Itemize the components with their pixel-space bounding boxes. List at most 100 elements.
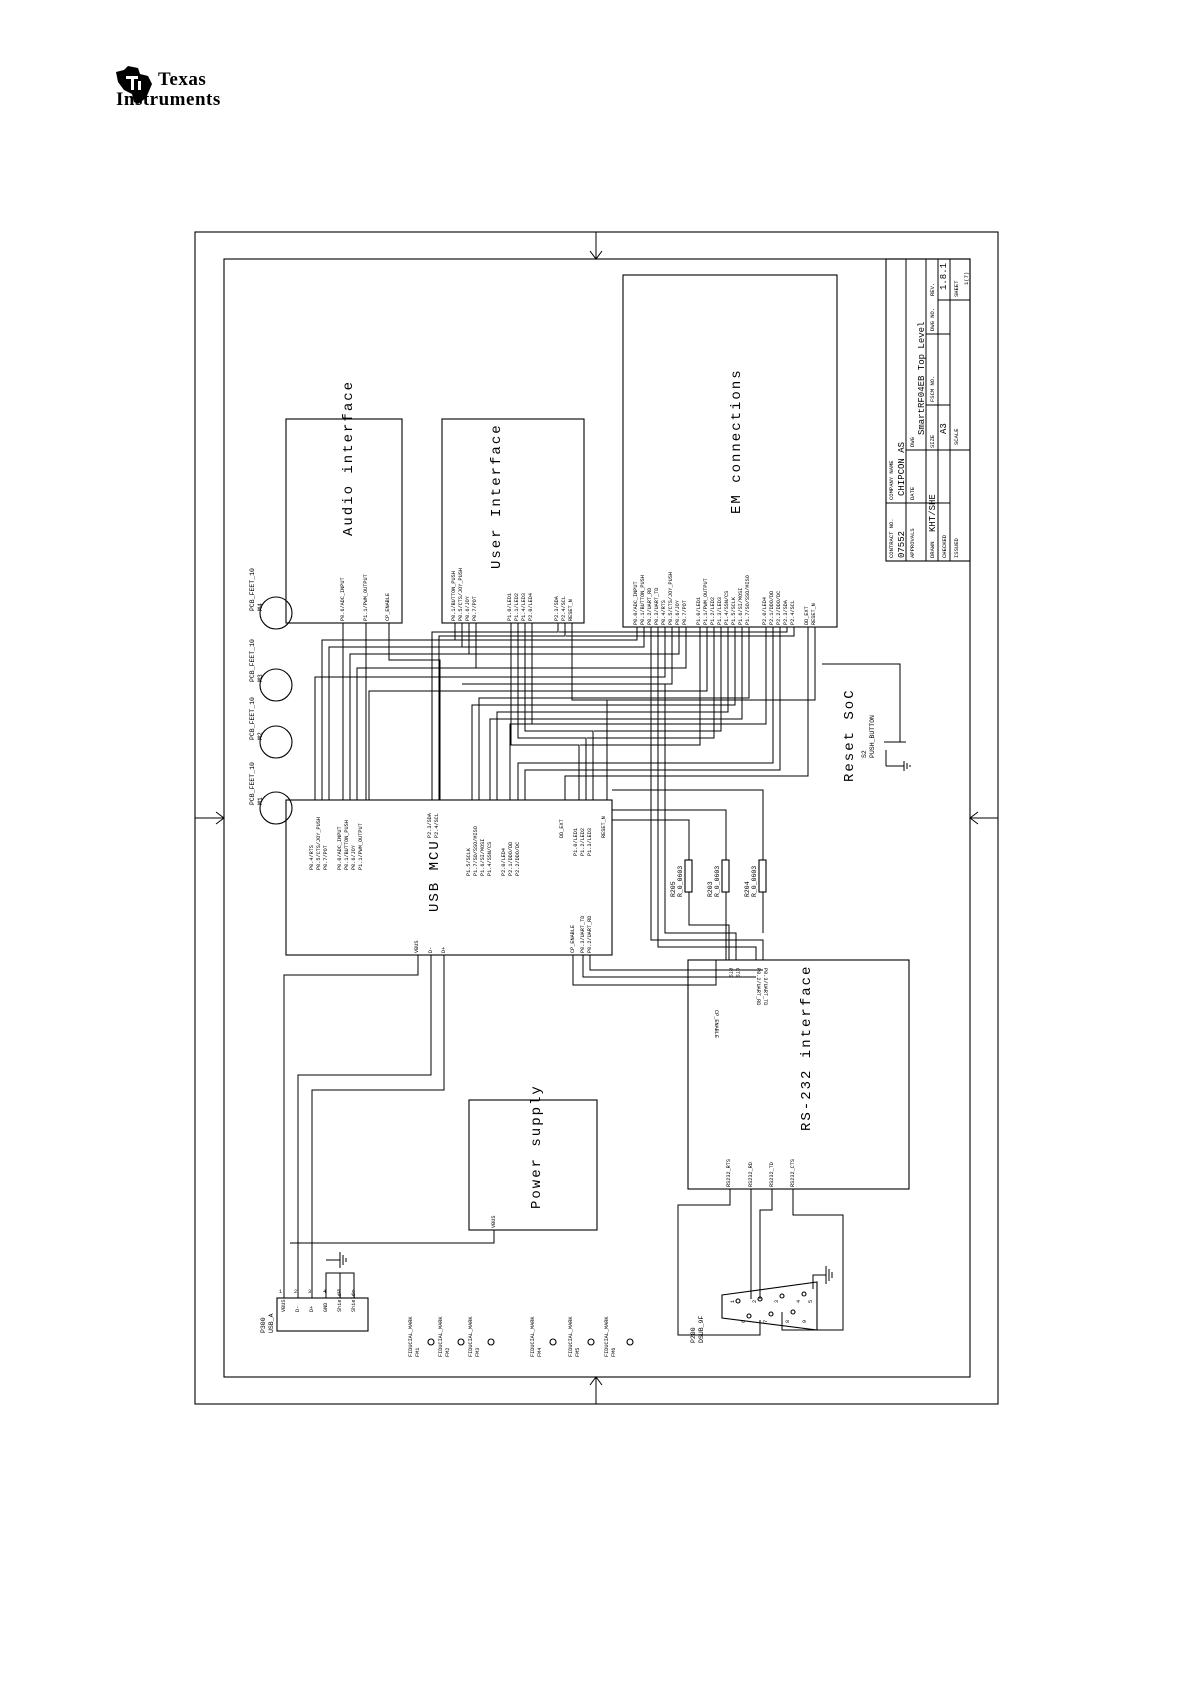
user-interface-title: User Interface [489, 423, 505, 569]
svg-text:SmartRF04EB Top Level: SmartRF04EB Top Level [917, 322, 927, 435]
svg-text:FIDUCIAL_MARK: FIDUCIAL_MARK [468, 1316, 474, 1357]
svg-text:P2.3/SDA: P2.3/SDA [427, 812, 433, 838]
svg-text:P0.6/JOY: P0.6/JOY [675, 599, 681, 625]
svg-text:1: 1 [279, 1289, 282, 1295]
svg-text:P1.1/PWM_OUTPUT: P1.1/PWM_OUTPUT [358, 823, 364, 870]
svg-text:FM3: FM3 [475, 1348, 481, 1357]
svg-text:P1.5/SCLK: P1.5/SCLK [466, 847, 472, 876]
svg-text:D-: D- [428, 947, 434, 953]
svg-text:P2.2/DDO/DC: P2.2/DDO/DC [515, 842, 521, 876]
svg-text:P1.2/LED2: P1.2/LED2 [710, 597, 716, 625]
mounting-feet: PCB_FEET_10 M1 PCB_FEET_10 M2 PCB_FEET_1… [249, 568, 293, 825]
svg-text:CTS: CTS [734, 968, 740, 977]
power-supply-vbus-pin: VBUS [491, 1216, 497, 1228]
svg-text:M2: M2 [257, 732, 264, 740]
svg-text:A3: A3 [939, 423, 949, 434]
svg-text:P1.6/SI/MOSI: P1.6/SI/MOSI [738, 588, 744, 625]
logo-word-texas: Texas [158, 69, 207, 90]
svg-text:GND: GND [323, 1303, 329, 1312]
svg-text:P0.5/CTS/JOY_PUSH: P0.5/CTS/JOY_PUSH [458, 568, 464, 621]
svg-text:D+: D+ [309, 1306, 315, 1312]
svg-text:R204: R204 [744, 881, 751, 897]
svg-text:DATE: DATE [909, 486, 916, 500]
svg-text:RESET_N: RESET_N [601, 816, 607, 838]
svg-text:RTS: RTS [727, 968, 733, 977]
svg-text:VBUS: VBUS [281, 1300, 287, 1312]
svg-text:FSCM NO.: FSCM NO. [929, 376, 936, 402]
usb-mcu-block [285, 799, 613, 956]
svg-text:P0.1/BUTTON_PUSH: P0.1/BUTTON_PUSH [451, 571, 457, 621]
audio-interface-block [285, 418, 403, 624]
power-supply-title: Power supply [529, 1084, 545, 1209]
svg-text:USB_A: USB_A [268, 1313, 275, 1333]
svg-text:S2: S2 [861, 750, 868, 758]
svg-text:P0.5/CTS/JOY_PUSH: P0.5/CTS/JOY_PUSH [316, 817, 322, 870]
svg-text:FIDUCIAL_MARK: FIDUCIAL_MARK [530, 1316, 536, 1357]
svg-text:P0.1/BUTTON_PUSH: P0.1/BUTTON_PUSH [640, 575, 646, 625]
svg-text:P1.1/PWM_OUTPUT: P1.1/PWM_OUTPUT [363, 574, 369, 621]
em-pins: P0.0/ADC_INPUT P0.1/BUTTON_PUSH P0.2/UAR… [633, 572, 817, 625]
svg-text:FIDUCIAL_MARK: FIDUCIAL_MARK [438, 1316, 444, 1357]
svg-text:5: 5 [337, 1289, 340, 1295]
svg-text:R205: R205 [670, 881, 677, 897]
svg-text:M1: M1 [257, 797, 264, 805]
svg-text:M4: M4 [257, 603, 264, 611]
svg-text:P2.0/LED4: P2.0/LED4 [528, 593, 534, 621]
resistor-r203: R203 R_0_0603 [707, 848, 730, 903]
svg-text:RS232_RTS: RS232_RTS [726, 1159, 732, 1187]
svg-text:P300: P300 [260, 1317, 267, 1333]
svg-text:3: 3 [774, 1300, 780, 1303]
user-pins: P0.1/BUTTON_PUSH P0.5/CTS/JOY_PUSH P0.6/… [451, 568, 574, 621]
svg-text:1(7): 1(7) [963, 272, 970, 285]
ti-logo: Texas Instruments [112, 60, 282, 120]
svg-text:RS232_TD: RS232_TD [769, 1162, 775, 1187]
svg-text:P0.2/UART_RD: P0.2/UART_RD [587, 916, 593, 953]
svg-text:DWG NO.: DWG NO. [929, 308, 936, 331]
svg-text:FIDUCIAL_MARK: FIDUCIAL_MARK [568, 1316, 574, 1357]
svg-text:P2.3/SDA: P2.3/SDA [783, 599, 789, 625]
usb-mcu-pins: P0.4/RTS P0.5/CTS/JOY_PUSH P0.7/POT P0.0… [309, 812, 607, 953]
svg-text:P0.7/POT: P0.7/POT [682, 600, 688, 625]
svg-text:P0.3/UART_TD: P0.3/UART_TD [654, 588, 660, 625]
em-connections-title: EM connections [729, 368, 745, 514]
ti-state-icon [116, 66, 152, 104]
svg-text:RESET_N: RESET_N [811, 603, 817, 625]
em-connections-block [622, 274, 838, 628]
svg-text:P2.4/SCL: P2.4/SCL [561, 596, 567, 621]
svg-text:R_0_0603: R_0_0603 [751, 866, 758, 897]
svg-text:SIZE: SIZE [929, 434, 936, 448]
resistor-r204: R204 R_0_0603 [744, 848, 767, 903]
svg-text:CHIPCON AS: CHIPCON AS [897, 442, 907, 496]
svg-text:2: 2 [752, 1300, 758, 1303]
svg-text:8: 8 [785, 1320, 791, 1323]
svg-text:P2.0/LED4: P2.0/LED4 [762, 597, 768, 625]
svg-text:P0.3/UART_TD: P0.3/UART_TD [580, 916, 586, 953]
svg-text:DD_EXT: DD_EXT [804, 606, 810, 625]
svg-text:FM6: FM6 [611, 1348, 617, 1357]
svg-text:DWG: DWG [909, 437, 916, 447]
svg-text:07552: 07552 [897, 531, 907, 558]
svg-text:FM4: FM4 [537, 1348, 543, 1357]
usb-a-connector: P300 USB_A VBUS D- D+ GND Shield Shield … [260, 1252, 369, 1333]
svg-text:P0.6/JOY: P0.6/JOY [351, 844, 357, 870]
svg-text:REV.: REV. [929, 283, 936, 296]
svg-text:P1.3/LED3: P1.3/LED3 [587, 828, 593, 856]
svg-text:P0.7/POT: P0.7/POT [323, 845, 329, 870]
svg-text:P0.1/BUTTON_PUSH: P0.1/BUTTON_PUSH [344, 820, 350, 870]
svg-text:P0.5/CTS/JOY_PUSH: P0.5/CTS/JOY_PUSH [668, 572, 674, 625]
svg-text:R_0_0603: R_0_0603 [714, 866, 721, 897]
rs232-interface-block [687, 959, 910, 1190]
svg-text:R_0_0603: R_0_0603 [677, 866, 684, 897]
svg-text:FM1: FM1 [415, 1348, 421, 1357]
svg-text:P1.3/LED3: P1.3/LED3 [717, 597, 723, 625]
svg-text:ISSUED: ISSUED [953, 537, 960, 558]
svg-text:7: 7 [763, 1320, 769, 1323]
svg-text:D-: D- [295, 1306, 301, 1312]
svg-text:1.8.1: 1.8.1 [939, 263, 949, 290]
svg-text:R203: R203 [707, 881, 714, 897]
svg-text:2: 2 [294, 1289, 297, 1295]
svg-text:P1.0/LED1: P1.0/LED1 [696, 597, 702, 625]
svg-text:PUSH_BUTTON: PUSH_BUTTON [869, 715, 876, 758]
svg-text:P0.4/RTS: P0.4/RTS [661, 600, 667, 625]
svg-text:P1.1/LED2: P1.1/LED2 [514, 593, 520, 621]
